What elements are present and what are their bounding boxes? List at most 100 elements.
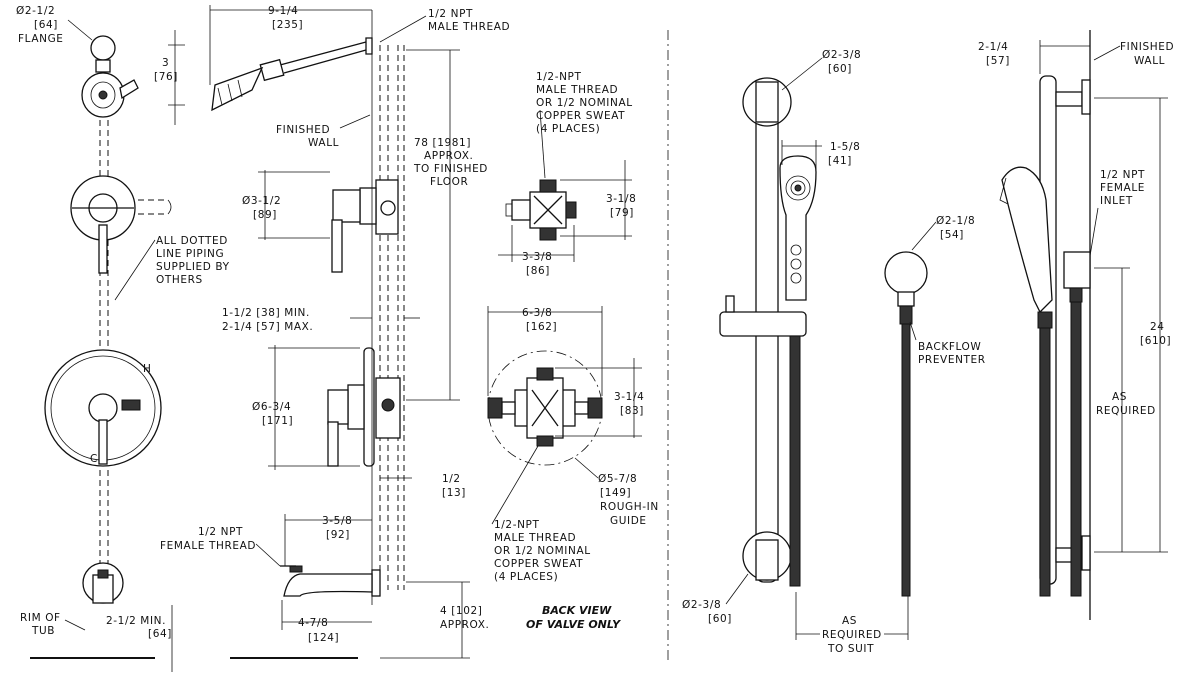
svg-text:[86]: [86] <box>526 265 550 277</box>
svg-text:[60]: [60] <box>828 63 852 75</box>
valve-top-width-label: 3-3/8 <box>522 251 552 263</box>
svg-text:2-1/4 [57] MAX.: 2-1/4 [57] MAX. <box>222 321 313 333</box>
rough-in-label: Ø5-7/8 <box>598 473 637 485</box>
svg-text:[57]: [57] <box>986 55 1010 67</box>
svg-text:C: C <box>90 453 98 465</box>
svg-text:TO FINISHED: TO FINISHED <box>413 163 488 175</box>
as-required-label: AS <box>1112 391 1127 403</box>
valve-top-height-label: 3-1/8 <box>606 193 636 205</box>
svg-text:FLANGE: FLANGE <box>18 33 64 45</box>
svg-text:REQUIRED: REQUIRED <box>822 629 882 641</box>
handshower-front <box>779 155 817 301</box>
valve-back-view: 1/2-NPT MALE THREAD OR 1/2 NOMINAL COPPE… <box>487 71 659 631</box>
height-to-floor-label: 78 [1981] <box>414 137 471 149</box>
hose-length-label: AS <box>842 615 857 627</box>
valve-trim-dia-label: Ø3-1/2 <box>242 195 281 207</box>
valve-bottom-width-label: 6-3/8 <box>522 307 552 319</box>
svg-text:[79]: [79] <box>610 207 634 219</box>
svg-text:[76]: [76] <box>154 71 178 83</box>
svg-text:TUB: TUB <box>31 625 55 637</box>
tub-spout-side <box>283 573 373 597</box>
svg-text:[13]: [13] <box>442 487 466 499</box>
offset-half-label: 1/2 <box>442 473 461 485</box>
side-elevation: 9-1/4 [235] 1/2 NPT MALE THREAD 3 [76] F… <box>154 5 510 659</box>
valve-bottom-note: 1/2-NPT <box>494 519 540 531</box>
backflow-label: BACKFLOW <box>918 341 981 353</box>
front-elevation: H C Ø2-1/2 [64] FLANGE ALL DOTTED LINE P… <box>16 5 230 672</box>
escutcheon-dia-label: Ø6-3/4 <box>252 401 291 413</box>
shower-flange <box>90 35 116 61</box>
svg-text:H: H <box>143 363 152 375</box>
outlet-dia-label: Ø2-1/8 <box>936 215 975 227</box>
svg-text:[92]: [92] <box>326 529 350 541</box>
valve-bottom-height-label: 3-1/4 <box>614 391 644 403</box>
svg-text:FLOOR: FLOOR <box>430 176 468 188</box>
bar-bottom-dia-label: Ø2-3/8 <box>682 599 721 611</box>
svg-text:[162]: [162] <box>526 321 557 333</box>
finished-wall-left-label: FINISHED <box>276 124 330 136</box>
svg-text:[64]: [64] <box>34 19 58 31</box>
svg-text:[41]: [41] <box>828 155 852 167</box>
handshower-side <box>1001 166 1053 314</box>
svg-text:[89]: [89] <box>253 209 277 221</box>
valve-top-note: 1/2-NPT <box>536 71 582 83</box>
spout-length-label: 4-7/8 <box>298 617 328 629</box>
side-inlet <box>1063 251 1091 289</box>
svg-text:[60]: [60] <box>708 613 732 625</box>
svg-text:TO SUIT: TO SUIT <box>827 643 874 655</box>
flange-dia-label: Ø2-1/2 <box>16 5 55 17</box>
svg-text:[64]: [64] <box>148 628 172 640</box>
svg-text:FEMALE THREAD: FEMALE THREAD <box>160 540 256 552</box>
svg-text:[124]: [124] <box>308 632 339 644</box>
svg-text:APPROX.: APPROX. <box>424 150 473 162</box>
svg-text:FEMALE: FEMALE <box>1100 182 1145 194</box>
female-thread-label: 1/2 NPT <box>198 526 243 538</box>
valve-top-diagram <box>505 179 577 241</box>
svg-text:COPPER SWEAT: COPPER SWEAT <box>536 110 625 122</box>
svg-text:INLET: INLET <box>1100 195 1133 207</box>
svg-text:APPROX.: APPROX. <box>440 619 489 631</box>
svg-text:COPPER SWEAT: COPPER SWEAT <box>494 558 583 570</box>
svg-text:[610]: [610] <box>1140 335 1171 347</box>
rim-of-tub-label: RIM OF <box>20 612 61 624</box>
svg-text:[235]: [235] <box>272 19 303 31</box>
svg-text:OR 1/2 NOMINAL: OR 1/2 NOMINAL <box>494 545 591 557</box>
female-inlet-label: 1/2 NPT <box>1100 169 1145 181</box>
svg-text:OTHERS: OTHERS <box>156 274 203 286</box>
wall-depth-label: 1-1/2 [38] MIN. <box>222 307 310 319</box>
svg-text:MALE THREAD: MALE THREAD <box>428 21 510 33</box>
slide-bar-side: 2-1/4 [57] FINISHED WALL 1/2 NPT FEMALE … <box>978 30 1174 620</box>
svg-text:(4 PLACES): (4 PLACES) <box>494 571 558 583</box>
wall-outlet <box>884 251 928 295</box>
npt-male-top-label: 1/2 NPT <box>428 8 473 20</box>
back-view-title: BACK VIEW <box>542 604 612 617</box>
head-drop-label: 3 <box>162 57 169 69</box>
bar-offset-label: 2-1/4 <box>978 41 1008 53</box>
dotted-piping-note: ALL DOTTED <box>156 235 228 247</box>
backflow-preventer <box>899 305 913 325</box>
slide-holder <box>719 311 807 337</box>
spout-height-label: 4 [102] <box>440 605 482 617</box>
svg-text:PREVENTER: PREVENTER <box>918 354 986 366</box>
wall-outlet-assembly: Ø2-1/8 [54] BACKFLOW PREVENTER <box>884 215 986 597</box>
svg-text:MALE THREAD: MALE THREAD <box>536 84 618 96</box>
svg-text:LINE PIPING: LINE PIPING <box>156 248 224 260</box>
svg-text:OF VALVE ONLY: OF VALVE ONLY <box>526 618 621 631</box>
slide-bar-front: Ø2-3/8 [60] 1-5/8 [41] Ø2-3/8 [60] AS RE… <box>682 49 909 655</box>
svg-text:ROUGH-IN: ROUGH-IN <box>600 501 659 513</box>
svg-text:GUIDE: GUIDE <box>610 515 647 527</box>
handshower-width-label: 1-5/8 <box>830 141 860 153</box>
svg-text:WALL: WALL <box>1134 55 1165 67</box>
svg-text:[171]: [171] <box>262 415 293 427</box>
spout-reach-label: 3-5/8 <box>322 515 352 527</box>
svg-text:SUPPLIED BY: SUPPLIED BY <box>156 261 230 273</box>
svg-text:MALE THREAD: MALE THREAD <box>494 532 576 544</box>
arm-length-label: 9-1/4 <box>268 5 298 17</box>
svg-text:[83]: [83] <box>620 405 644 417</box>
shower-head-side <box>211 66 264 112</box>
svg-text:[149]: [149] <box>600 487 631 499</box>
bar-top-dia-label: Ø2-3/8 <box>822 49 861 61</box>
svg-text:[54]: [54] <box>940 229 964 241</box>
